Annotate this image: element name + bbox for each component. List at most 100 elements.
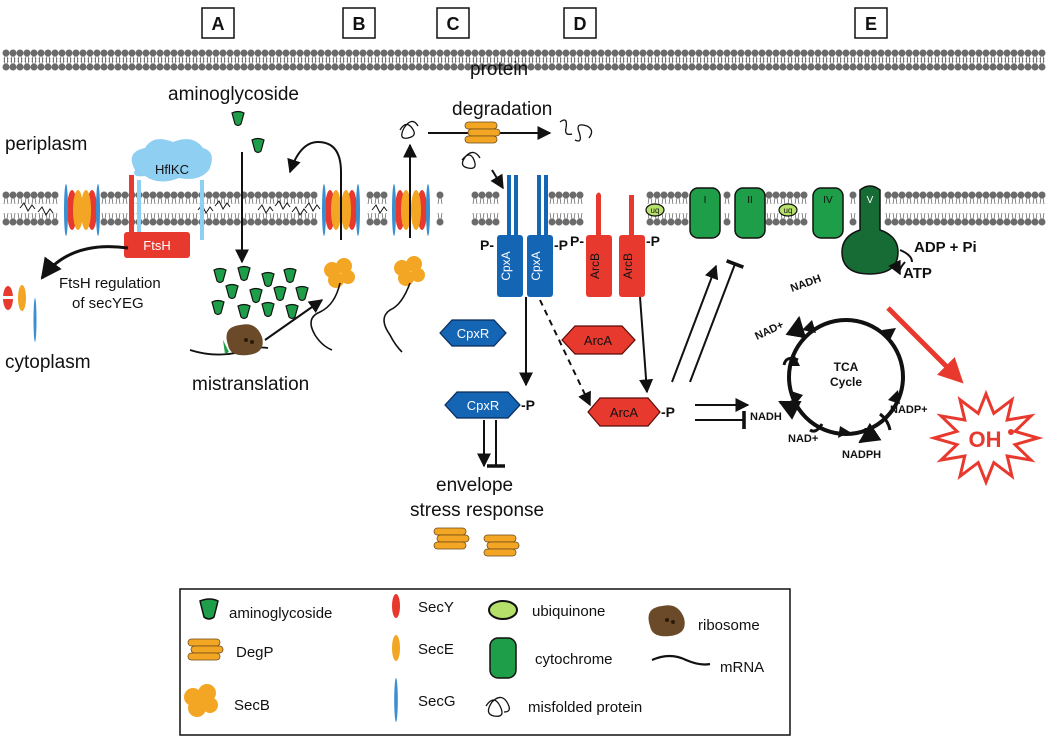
secb-c <box>394 256 425 286</box>
hydroxyl-radical-burst: OH <box>928 389 1044 487</box>
arca-label-1: ArcA <box>584 333 613 348</box>
arcb-dimer: ArcB ArcB P- -P <box>570 192 660 297</box>
cpxr-label-1: CpxR <box>457 326 490 341</box>
tca-nad-left: NAD+ <box>753 319 786 343</box>
svg-text:uq: uq <box>651 206 660 215</box>
arcb-phospho-right: -P <box>646 233 660 249</box>
oh-label: OH <box>969 427 1002 452</box>
legend-secy: SecY <box>418 599 454 616</box>
cytoplasm-label: cytoplasm <box>5 352 91 373</box>
panel-e: I II uq IV V ADP + Pi ATP TCA Cycle <box>689 185 1044 487</box>
ubiquinone-e: uq <box>784 206 793 215</box>
legend: aminoglycoside DegP SecB SecY SecE SecG … <box>179 588 791 736</box>
legend-sece: SecE <box>418 641 454 658</box>
arcb-label-1: ArcB <box>588 253 602 279</box>
arca-phospho: -P <box>661 404 675 420</box>
degp-c <box>464 121 501 144</box>
panel-d: CpxA CpxA P- -P CpxR CpxR -P envelope st… <box>410 175 750 557</box>
ftsh-regulation-label-2: of secYEG <box>72 295 144 312</box>
panel-e-label: E <box>865 14 877 34</box>
tca-nadph: NADPH <box>842 449 881 461</box>
secb-b <box>324 258 355 288</box>
protein-degradation-label-1: protein <box>470 59 528 80</box>
protein-degradation-label-2: degradation <box>452 99 552 120</box>
tca-label-2: Cycle <box>830 375 862 389</box>
periplasm-label: periplasm <box>5 134 87 155</box>
tca-nadh-left: NADH <box>750 411 782 423</box>
misfolded-protein-d <box>461 151 481 169</box>
ftsh-protease: FtsH <box>124 175 190 258</box>
legend-misfolded: misfolded protein <box>528 699 642 716</box>
cpxr-inactive: CpxR <box>439 319 507 347</box>
outer-membrane <box>2 49 1046 71</box>
arcb-label-2: ArcB <box>621 253 635 279</box>
envelope-label-2: stress response <box>410 500 544 521</box>
secretion-arrow-b <box>287 140 342 240</box>
complex-i-label: I <box>704 195 707 206</box>
adp-label: ADP + Pi <box>914 239 977 256</box>
hflkc-complex: HflKC <box>131 139 212 240</box>
sec-subunits-cytoplasm <box>2 285 37 342</box>
legend-aminoglycoside: aminoglycoside <box>229 605 332 622</box>
ftsh-regulation-arrow <box>40 245 129 280</box>
arca-inactive: ArcA <box>561 325 636 355</box>
legend-mrna: mRNA <box>720 659 764 676</box>
misfolded-protein-c <box>399 120 419 139</box>
legend-ubiquinone: ubiquinone <box>532 603 605 620</box>
cpxr-phospho: -P <box>521 397 535 413</box>
panel-c: protein degradation <box>383 59 593 353</box>
panel-a-label: A <box>212 14 225 34</box>
legend-secg: SecG <box>418 693 456 710</box>
arca-phosphorylated: ArcA -P <box>587 397 675 427</box>
panel-labels: A B C D E <box>201 7 888 39</box>
mistranslation-arrow <box>264 299 324 341</box>
cpxa-label-2: CpxA <box>529 251 543 280</box>
envelope-label-1: envelope <box>436 475 513 496</box>
arcb-to-arca-arrow <box>639 296 654 394</box>
complex-iv-label: IV <box>823 195 833 206</box>
sec-translocon-a <box>64 184 100 236</box>
aminoglycoside-label: aminoglycoside <box>168 84 299 105</box>
tca-nadp: NADP+ <box>890 404 928 416</box>
complex-v-label: V <box>867 195 874 206</box>
atp-synthase: V <box>841 185 899 275</box>
arca-label-2: ArcA <box>610 405 639 420</box>
degp-d <box>433 527 520 557</box>
ribosome-a <box>223 324 263 356</box>
degraded-fragments <box>559 119 593 142</box>
panel-d-label: D <box>574 14 587 34</box>
ros-arrow <box>886 306 964 384</box>
tca-nadh-top: NADH <box>789 273 823 295</box>
atp-label: ATP <box>903 265 932 282</box>
legend-ribosome: ribosome <box>698 617 760 634</box>
arcb-phospho-left: P- <box>570 233 584 249</box>
legend-secb: SecB <box>234 697 270 714</box>
aminoglycoside-drugs-cytoplasm <box>211 265 309 320</box>
sec-translocon-b <box>322 184 360 236</box>
cpxr-label-2: CpxR <box>467 398 500 413</box>
cpxa-label-1: CpxA <box>499 251 513 280</box>
legend-cytochrome: cytochrome <box>535 651 613 668</box>
panel-b-label: B <box>353 14 366 34</box>
legend-degp: DegP <box>236 644 274 661</box>
cpxa-phospho-right: -P <box>554 237 568 253</box>
cpxr-phosphorylated: CpxR -P <box>444 391 535 419</box>
mrna-strand-c <box>383 282 411 353</box>
cpxa-to-arca-dashed-arrow <box>539 299 591 407</box>
panel-a: HflKC FtsH FtsH regulation of secYEG ami… <box>2 84 324 395</box>
ubiquinone-d: uq <box>645 203 665 217</box>
sec-translocon-c <box>392 184 430 236</box>
arca-to-etc-arrow <box>671 264 719 383</box>
cytochrome-complexes: I II uq IV <box>689 187 844 239</box>
aminoglycoside-drugs-periplasm <box>231 110 265 154</box>
panel-c-label: C <box>447 14 460 34</box>
ftsh-label: FtsH <box>143 238 170 253</box>
panel-b <box>287 140 360 351</box>
tca-label-1: TCA <box>834 360 859 374</box>
misfold-sensing-arrow <box>490 169 504 190</box>
mrna-strand-b <box>310 282 341 351</box>
arca-etc-repression <box>689 259 745 383</box>
tca-cycle: TCA Cycle NADH NAD+ NADH NAD+ NADP+ NADP… <box>750 273 928 461</box>
cpxa-dimer: CpxA CpxA P- -P <box>480 175 568 297</box>
